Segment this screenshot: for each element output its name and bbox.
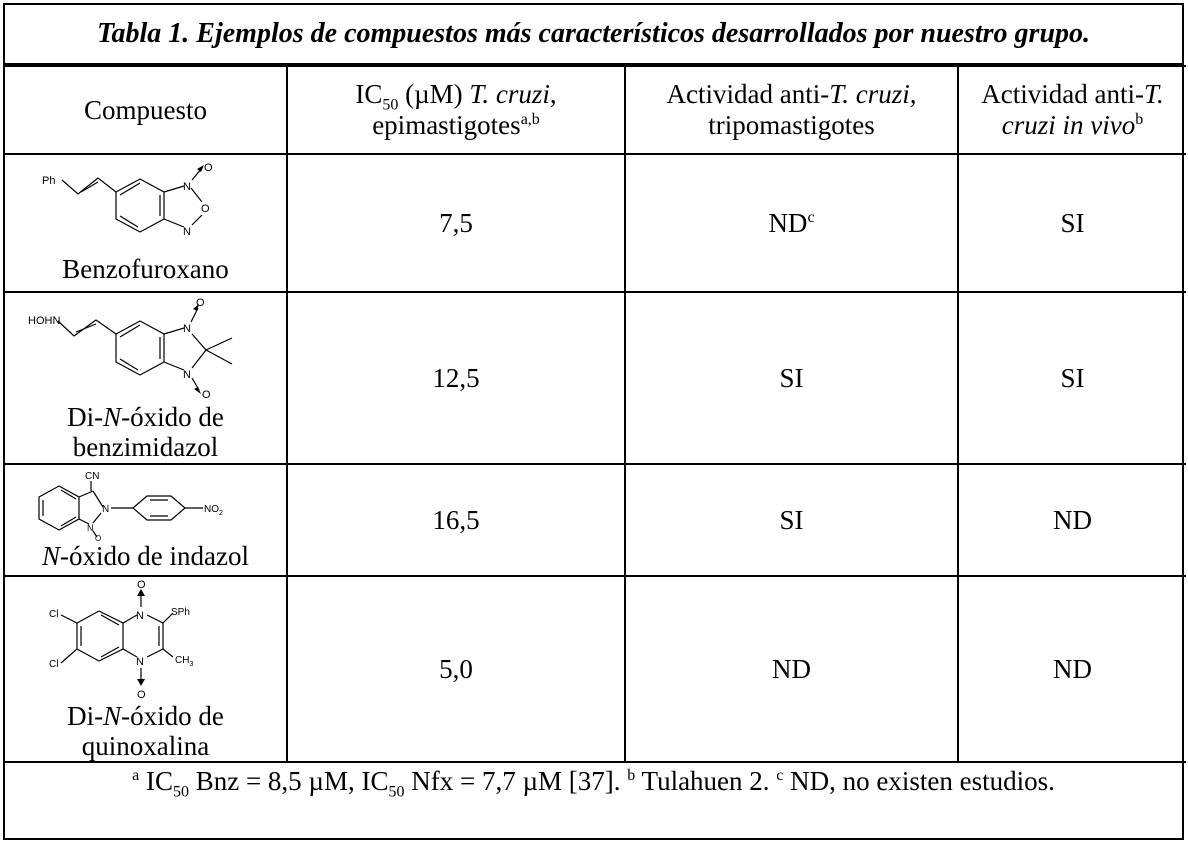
svg-text:N: N (183, 323, 191, 335)
svg-text:N: N (136, 656, 144, 668)
tripo-activity: NDc (624, 154, 959, 293)
svg-text:N: N (183, 226, 191, 238)
benzofuroxan-structure: Ph N O O (42, 162, 213, 238)
svg-text:O: O (95, 534, 101, 541)
ic50-value: 7,5 (286, 154, 626, 293)
in-vivo-activity: ND (957, 463, 1186, 577)
svg-text:N: N (136, 610, 144, 622)
compound-cell: O N SPh Cl Cl (5, 575, 288, 763)
table-row: O N SPh Cl Cl (5, 575, 1186, 763)
compound-cell: CN N N O (5, 463, 288, 577)
svg-text:Ph: Ph (42, 175, 55, 187)
in-vivo-activity: SI (957, 291, 1186, 465)
svg-text:N: N (102, 504, 109, 515)
table-frame: Tabla 1. Ejemplos de compuestos más cara… (3, 3, 1186, 840)
svg-text:O: O (137, 579, 146, 591)
tripo-activity: SI (624, 463, 959, 577)
table-title: Tabla 1. Ejemplos de compuestos más cara… (5, 5, 1182, 65)
svg-text:CN: CN (85, 471, 99, 482)
svg-text:N: N (87, 523, 94, 533)
svg-text:N: N (183, 181, 191, 193)
svg-text:O: O (196, 297, 205, 309)
svg-text:O: O (137, 689, 146, 701)
compound-cell: HOHN N O N (5, 291, 288, 465)
svg-text:O: O (201, 203, 210, 215)
svg-text:O: O (204, 162, 213, 174)
in-vivo-activity: SI (957, 154, 1186, 293)
table-row: CN N N O (5, 463, 1186, 577)
tripo-activity: ND (624, 575, 959, 763)
quinoxaline-dioxide-structure: O N SPh Cl Cl (49, 579, 193, 701)
svg-text:O: O (202, 389, 211, 401)
header-ic50: IC50 (µM) T. cruzi, epimastigotesa,b (286, 65, 626, 155)
header-row: Compuesto IC50 (µM) T. cruzi, epimastigo… (5, 65, 1186, 155)
compound-name: Benzofuroxano (62, 254, 229, 284)
ic50-value: 12,5 (286, 291, 626, 465)
in-vivo-activity: ND (957, 575, 1186, 763)
svg-text:SPh: SPh (171, 607, 190, 618)
header-tripomastigotes: Actividad anti-T. cruzi, tripomastigotes (624, 65, 959, 155)
svg-text:HOHN: HOHN (28, 315, 60, 327)
ic50-value: 16,5 (286, 463, 626, 577)
svg-text:N: N (183, 369, 191, 381)
methyl-label: CH3 (175, 655, 193, 668)
compound-cell: Ph N O O (5, 154, 288, 293)
table-footnote: a IC50 Bnz = 8,5 µM, IC50 Nfx = 7,7 µM [… (132, 766, 1055, 801)
benzimidazole-dioxide-structure: HOHN N O N (28, 297, 232, 401)
svg-text:Cl: Cl (49, 609, 58, 620)
ic50-value: 5,0 (286, 575, 626, 763)
svg-text:Cl: Cl (49, 659, 58, 670)
tripo-activity: SI (624, 291, 959, 465)
compound-name: N-óxido de indazol (42, 541, 249, 571)
nitro-label: NO2 (204, 504, 223, 517)
compounds-table: Compuesto IC50 (µM) T. cruzi, epimastigo… (5, 65, 1186, 763)
header-in-vivo: Actividad anti-T. cruzi in vivob (957, 65, 1186, 155)
table-row: HOHN N O N (5, 291, 1186, 465)
table-row: Ph N O O (5, 154, 1186, 293)
indazole-oxide-structure: CN N N O (37, 471, 223, 541)
header-compuesto: Compuesto (5, 65, 288, 155)
